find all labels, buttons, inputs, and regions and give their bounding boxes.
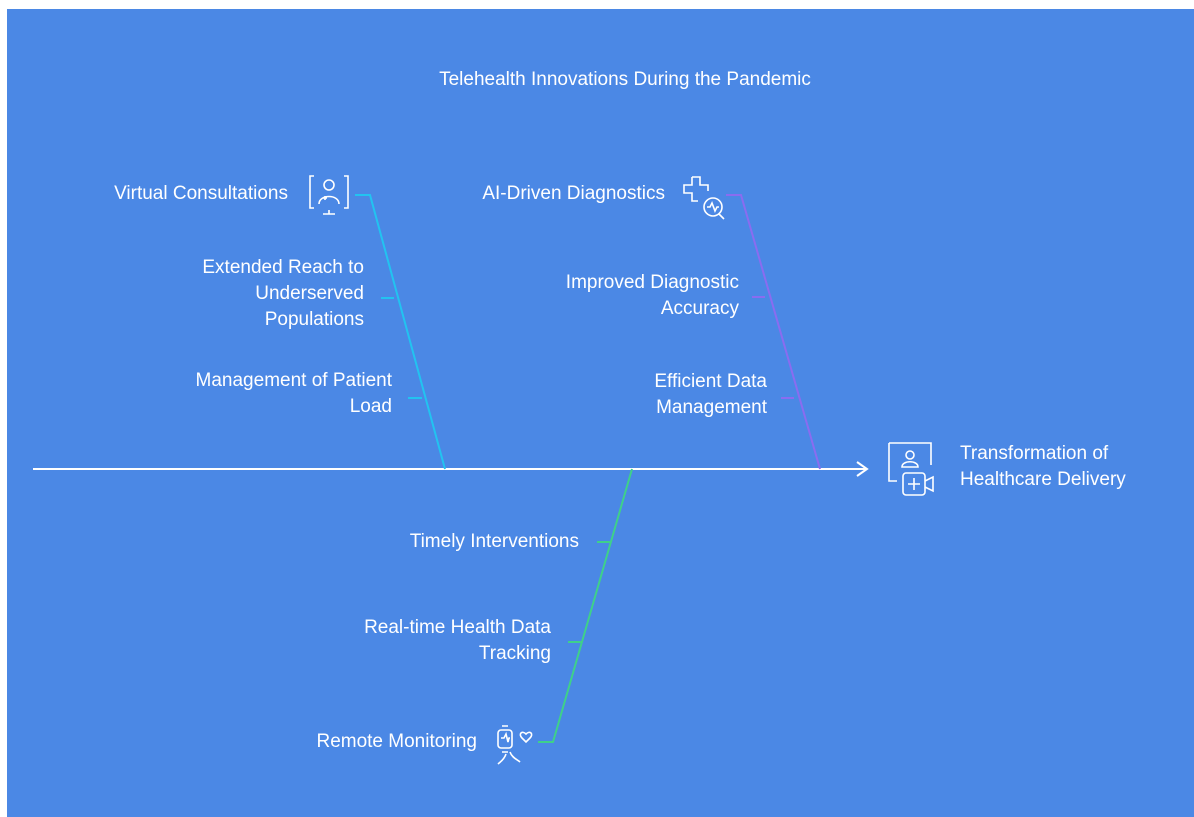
diagram-title: Telehealth Innovations During the Pandem… [439, 69, 811, 90]
category-label: Remote Monitoring [316, 731, 477, 752]
cause-label: Real-time Health Data Tracking [364, 617, 551, 664]
cause-label: Extended Reach to Underserved Population… [202, 257, 364, 330]
category-label: AI-Driven Diagnostics [482, 183, 665, 204]
outcome-label: Transformation of Healthcare Delivery [960, 443, 1126, 490]
medical-cross-search-icon [683, 176, 725, 220]
bone-ai-diagnostics [726, 194, 821, 470]
bone-remote-monitoring [538, 468, 633, 743]
cause-label: Improved Diagnostic Accuracy [565, 272, 739, 319]
canvas-edge [1083, 0, 1194, 9]
spine-arrowhead [856, 461, 869, 477]
canvas-edge [0, 743, 7, 817]
telehealth-monitor-icon [888, 442, 934, 496]
diagram-canvas [7, 9, 1194, 817]
category-label: Virtual Consultations [114, 183, 288, 204]
wearable-heart-icon [497, 725, 533, 765]
cause-label: Timely Interventions [409, 531, 579, 552]
cause-label: Efficient Data Management [654, 371, 767, 418]
doctor-screen-icon [309, 175, 349, 215]
bone-virtual-consultations [355, 194, 446, 470]
cause-label: Management of Patient Load [195, 370, 392, 417]
